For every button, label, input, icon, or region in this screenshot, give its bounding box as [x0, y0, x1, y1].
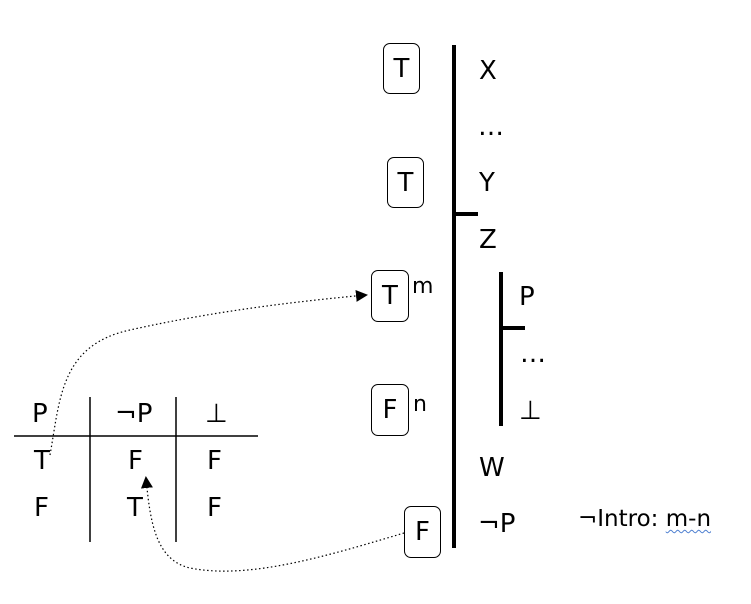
truth-table-cell-r2c3: F: [207, 493, 222, 523]
truth-table-header-not-p: ¬P: [115, 399, 153, 429]
subproof-line-p: P: [519, 282, 535, 312]
truth-box-conclusion: F: [404, 506, 441, 558]
truth-box-assumption: T: [371, 270, 409, 322]
marker-n: n: [413, 392, 427, 417]
proof-line-x: X: [479, 56, 497, 86]
truth-box-contradiction: F: [371, 384, 409, 436]
truth-table-cell-r2c1: F: [34, 493, 49, 523]
proof-line-not-p: ¬P: [478, 509, 516, 539]
dotted-arrow-to-assumption: [49, 289, 368, 456]
truth-table-cell-r2c2: T: [127, 493, 143, 523]
subproof-line-bottom: ⊥: [519, 396, 542, 426]
subproof-line-ellipsis: …: [520, 339, 546, 369]
justification-range: m-n: [665, 506, 712, 532]
marker-m: m: [412, 274, 434, 299]
proof-line-z: Z: [479, 225, 497, 255]
truth-table-header-p: P: [32, 399, 48, 429]
truth-table-cell-r1c1: T: [34, 446, 50, 476]
proof-line-w: W: [479, 453, 505, 483]
justification-rule: ¬Intro:: [578, 506, 659, 532]
justification: ¬Intro: m-n: [578, 508, 711, 531]
truth-table-cell-r1c3: F: [207, 446, 222, 476]
truth-table-header-bottom: ⊥: [205, 399, 228, 429]
proof-line-y: Y: [479, 168, 495, 198]
dotted-arrow-to-table: [140, 476, 405, 572]
truth-box-y: T: [387, 157, 424, 208]
truth-table-cell-r1c2: F: [128, 446, 143, 476]
proof-line-ellipsis: …: [478, 112, 504, 142]
truth-box-x: T: [383, 43, 420, 94]
